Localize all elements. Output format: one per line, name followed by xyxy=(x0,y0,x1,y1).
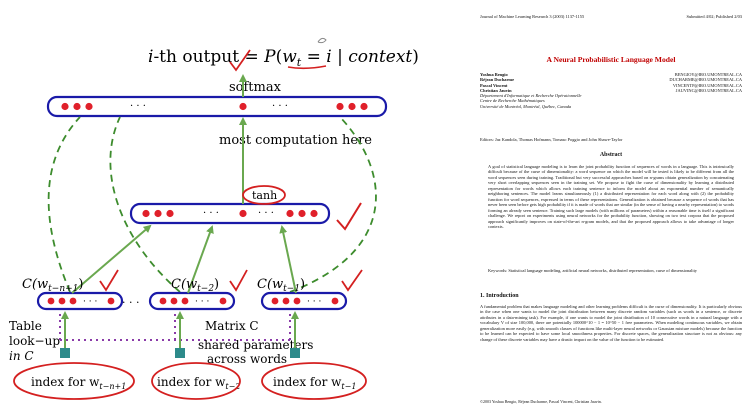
ink-check-hidden xyxy=(336,202,362,231)
index-label-2: index for wt−2 xyxy=(157,375,240,391)
ink-check-output xyxy=(229,49,251,72)
most-computation-label: most computation here xyxy=(219,133,372,148)
hidden-units-left xyxy=(142,209,174,218)
output-unit-mid xyxy=(239,102,247,111)
section-heading: 1. Introduction xyxy=(480,293,519,299)
affiliation-line: Centre de Recherche Mathématiques xyxy=(480,98,545,104)
output-dots-1: · · · xyxy=(130,101,146,112)
paper-page: Journal of Machine Learning Research 3 (… xyxy=(480,0,742,410)
index-label-3: index for wt−1 xyxy=(273,375,356,391)
ink-circle-index-2 xyxy=(151,362,241,400)
ink-circle-index-3 xyxy=(261,362,367,400)
affiliation-line: Université de Montréal, Montréal, Québec… xyxy=(480,103,572,109)
ink-circle-tanh xyxy=(242,185,286,205)
abstract-title: Abstract xyxy=(599,152,623,158)
c-label-3: C(wt−1) xyxy=(257,277,305,294)
output-label: i-th output = P(wt = i | context) xyxy=(148,47,419,69)
tanh-label: tanh xyxy=(252,189,277,202)
hidden-unit-mid xyxy=(239,209,247,218)
between-dots-1: · · · xyxy=(122,296,139,309)
editors-line: Editors: Jaz Kandola, Thomas Hofmann, To… xyxy=(480,137,623,142)
svg-text:· · ·: · · · xyxy=(83,297,97,307)
intro-text: A fundamental problem that makes languag… xyxy=(480,304,742,342)
ink-check-emb1 xyxy=(99,269,119,292)
c-label-2: C(wt−2) xyxy=(171,277,219,294)
dashed-skip-left xyxy=(47,116,81,293)
ink-circle-index-1 xyxy=(13,362,135,400)
ink-check-emb3 xyxy=(341,269,363,292)
c-label-1: C(wt−n+1) xyxy=(22,277,83,294)
submitted-header: Submitted 4/02; Published 2/03 xyxy=(686,14,743,19)
arrow-emb1-to-hidden xyxy=(71,224,152,294)
dashed-skip-mid xyxy=(109,116,181,293)
index-label-1: index for wt−n+1 xyxy=(31,375,126,391)
ink-check-emb2 xyxy=(229,269,248,292)
journal-header: Journal of Machine Learning Research 3 (… xyxy=(480,14,585,19)
matrix-c-label: Matrix C xyxy=(205,319,259,333)
arrow-emb3-to-hidden xyxy=(279,225,297,294)
paper-title: A Neural Probabilistic Language Model xyxy=(546,55,676,64)
embedding-box-1: · · · xyxy=(36,291,124,311)
keywords: Keywords: Statistical language modeling,… xyxy=(488,268,697,273)
output-units-right xyxy=(336,102,368,111)
arrow-emb2-to-hidden xyxy=(187,225,214,294)
output-layer-box xyxy=(46,95,388,118)
table-lookup-note: Table look−up in C xyxy=(9,319,64,363)
svg-text:· · ·: · · · xyxy=(195,297,209,307)
ink-mark-top xyxy=(317,37,327,44)
index-box-2 xyxy=(175,348,185,358)
shared-params-label: shared parameters across words xyxy=(198,338,317,366)
embedding-box-2: · · · xyxy=(148,291,236,311)
abstract-text: A goal of statistical language modeling … xyxy=(488,164,734,229)
output-units-left xyxy=(61,102,93,111)
hidden-layer-box xyxy=(129,202,331,225)
hidden-dots-2: · · · xyxy=(258,208,274,219)
output-dots-2: · · · xyxy=(272,101,288,112)
index-box-1 xyxy=(60,348,70,358)
ink-underline-context xyxy=(287,65,327,70)
index-box-3 xyxy=(290,348,300,358)
softmax-label: softmax xyxy=(229,80,282,95)
svg-text:· · ·: · · · xyxy=(307,297,321,307)
hidden-units-right xyxy=(286,209,318,218)
hidden-dots-1: · · · xyxy=(203,208,219,219)
embedding-box-3: · · · xyxy=(260,291,348,311)
copyright-footer: ©2003 Yoshua Bengio, Réjean Ducharme, Pa… xyxy=(480,399,602,404)
dashed-skip-right xyxy=(289,116,377,293)
affiliation-line: Département d'Informatique et Recherche … xyxy=(480,93,582,99)
